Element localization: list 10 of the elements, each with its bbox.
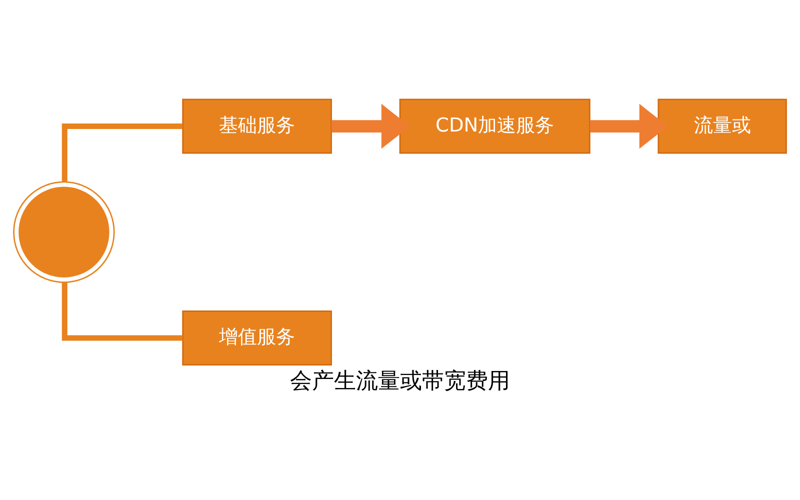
caption: 会产生流量或带宽费用 [290, 368, 510, 394]
node-box: 增值服务 [182, 310, 332, 366]
arrow [332, 104, 410, 149]
node-picture [13, 181, 115, 283]
node-box: 基础服务 [182, 98, 332, 154]
node-box: 流量或 [658, 98, 787, 154]
connector [62, 282, 183, 341]
arrow [590, 104, 668, 149]
connector [62, 124, 183, 182]
node-box: CDN加速服务 [399, 98, 590, 154]
